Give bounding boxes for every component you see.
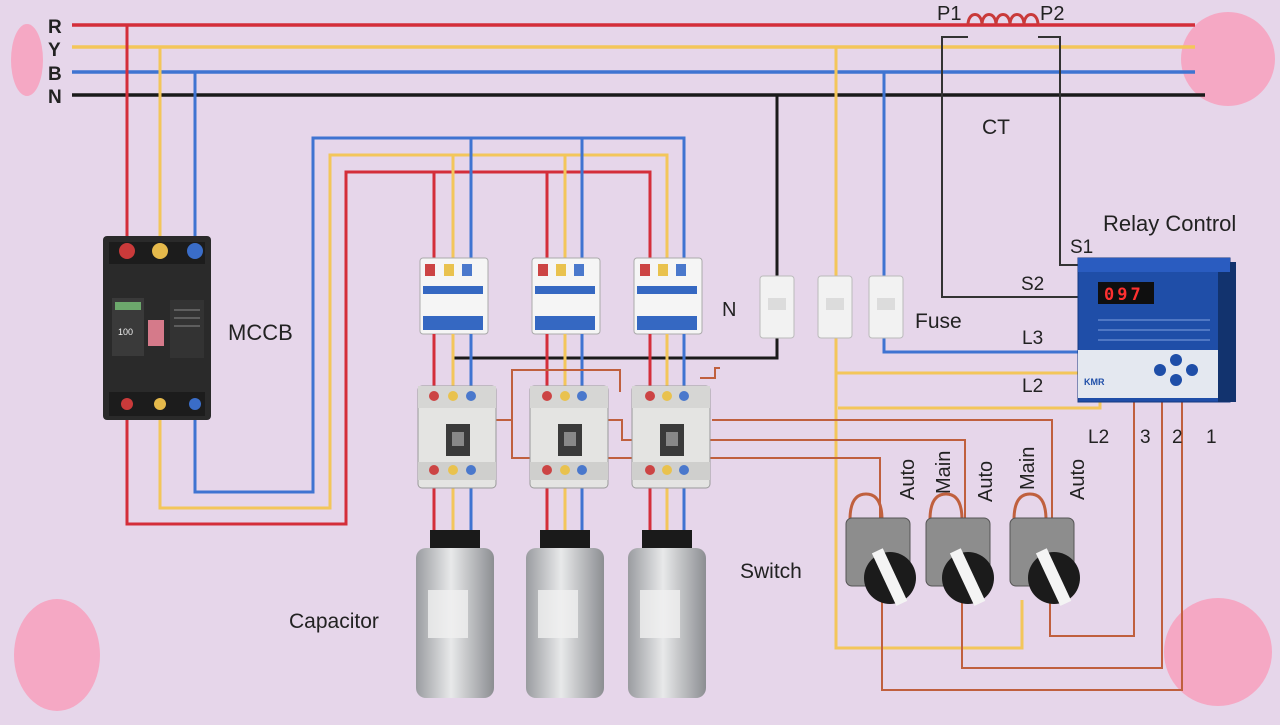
mccb-rating: 100 <box>118 327 133 337</box>
fuse-y <box>817 275 853 339</box>
fuse-label: Fuse <box>915 310 962 333</box>
relay-terminal-l2: L2 <box>1022 376 1043 397</box>
switch-position-label-1: Auto <box>897 459 919 500</box>
contactor-2 <box>529 385 609 489</box>
mcb-3 <box>633 257 703 335</box>
capacitor-1 <box>416 530 494 698</box>
ct-p2-label: P2 <box>1040 3 1064 25</box>
relay-display: 097 <box>1104 285 1144 305</box>
contactor-3 <box>631 385 711 489</box>
relay-bottom-terminal-2: 2 <box>1172 427 1183 448</box>
bus-label-y: Y <box>48 40 61 61</box>
relay-terminal-s2: S2 <box>1021 274 1044 295</box>
switch-position-label-2: Main <box>933 451 955 494</box>
switch-position-label-4: Main <box>1017 447 1039 490</box>
mccb-label: MCCB <box>228 320 293 345</box>
relay-brand: KMR <box>1084 377 1105 387</box>
mccb-wiring <box>125 25 686 526</box>
capacitor-label: Capacitor <box>289 610 379 633</box>
contactor-1 <box>417 385 497 489</box>
relay-title: Relay Control <box>1103 211 1236 236</box>
corner-circle-top-left <box>11 24 43 96</box>
selector-switch-3 <box>1009 492 1080 606</box>
corner-circle-bottom-right <box>1164 598 1272 706</box>
ct-p1-label: P1 <box>937 3 961 25</box>
ct-label: CT <box>982 116 1010 139</box>
mcb-2 <box>531 257 601 335</box>
switch-label: Switch <box>740 560 802 583</box>
control-wiring <box>495 367 1183 691</box>
mccb: 100 <box>103 236 211 420</box>
capacitor-2 <box>526 530 604 698</box>
relay-terminal-l3: L3 <box>1022 328 1043 349</box>
switch-position-label-5: Auto <box>1067 459 1089 500</box>
corner-circle-bottom-left <box>14 599 100 711</box>
switch-position-label-3: Auto <box>975 461 997 502</box>
fuse-b <box>868 275 904 339</box>
selector-switch-1 <box>845 492 916 606</box>
busbars <box>72 23 1205 97</box>
fuse-neutral-label: N <box>722 299 736 321</box>
selector-switch-2 <box>925 492 994 606</box>
bus-label-r: R <box>48 17 62 38</box>
relay-bottom-terminal-l2: L2 <box>1088 427 1109 448</box>
bus-label-b: B <box>48 64 62 85</box>
current-transformer <box>966 13 1040 26</box>
bus-label-n: N <box>48 87 62 108</box>
relay-terminal-s1: S1 <box>1070 237 1093 258</box>
fuse-n <box>759 275 795 339</box>
relay-controller: 097 KMR <box>1077 257 1236 403</box>
capacitor-3 <box>628 530 706 698</box>
ct-leads <box>941 36 1078 298</box>
relay-bottom-terminal-3: 3 <box>1140 427 1151 448</box>
relay-bottom-terminal-1: 1 <box>1206 427 1217 448</box>
mcb-1 <box>419 257 489 335</box>
corner-circle-top-right <box>1181 12 1275 106</box>
